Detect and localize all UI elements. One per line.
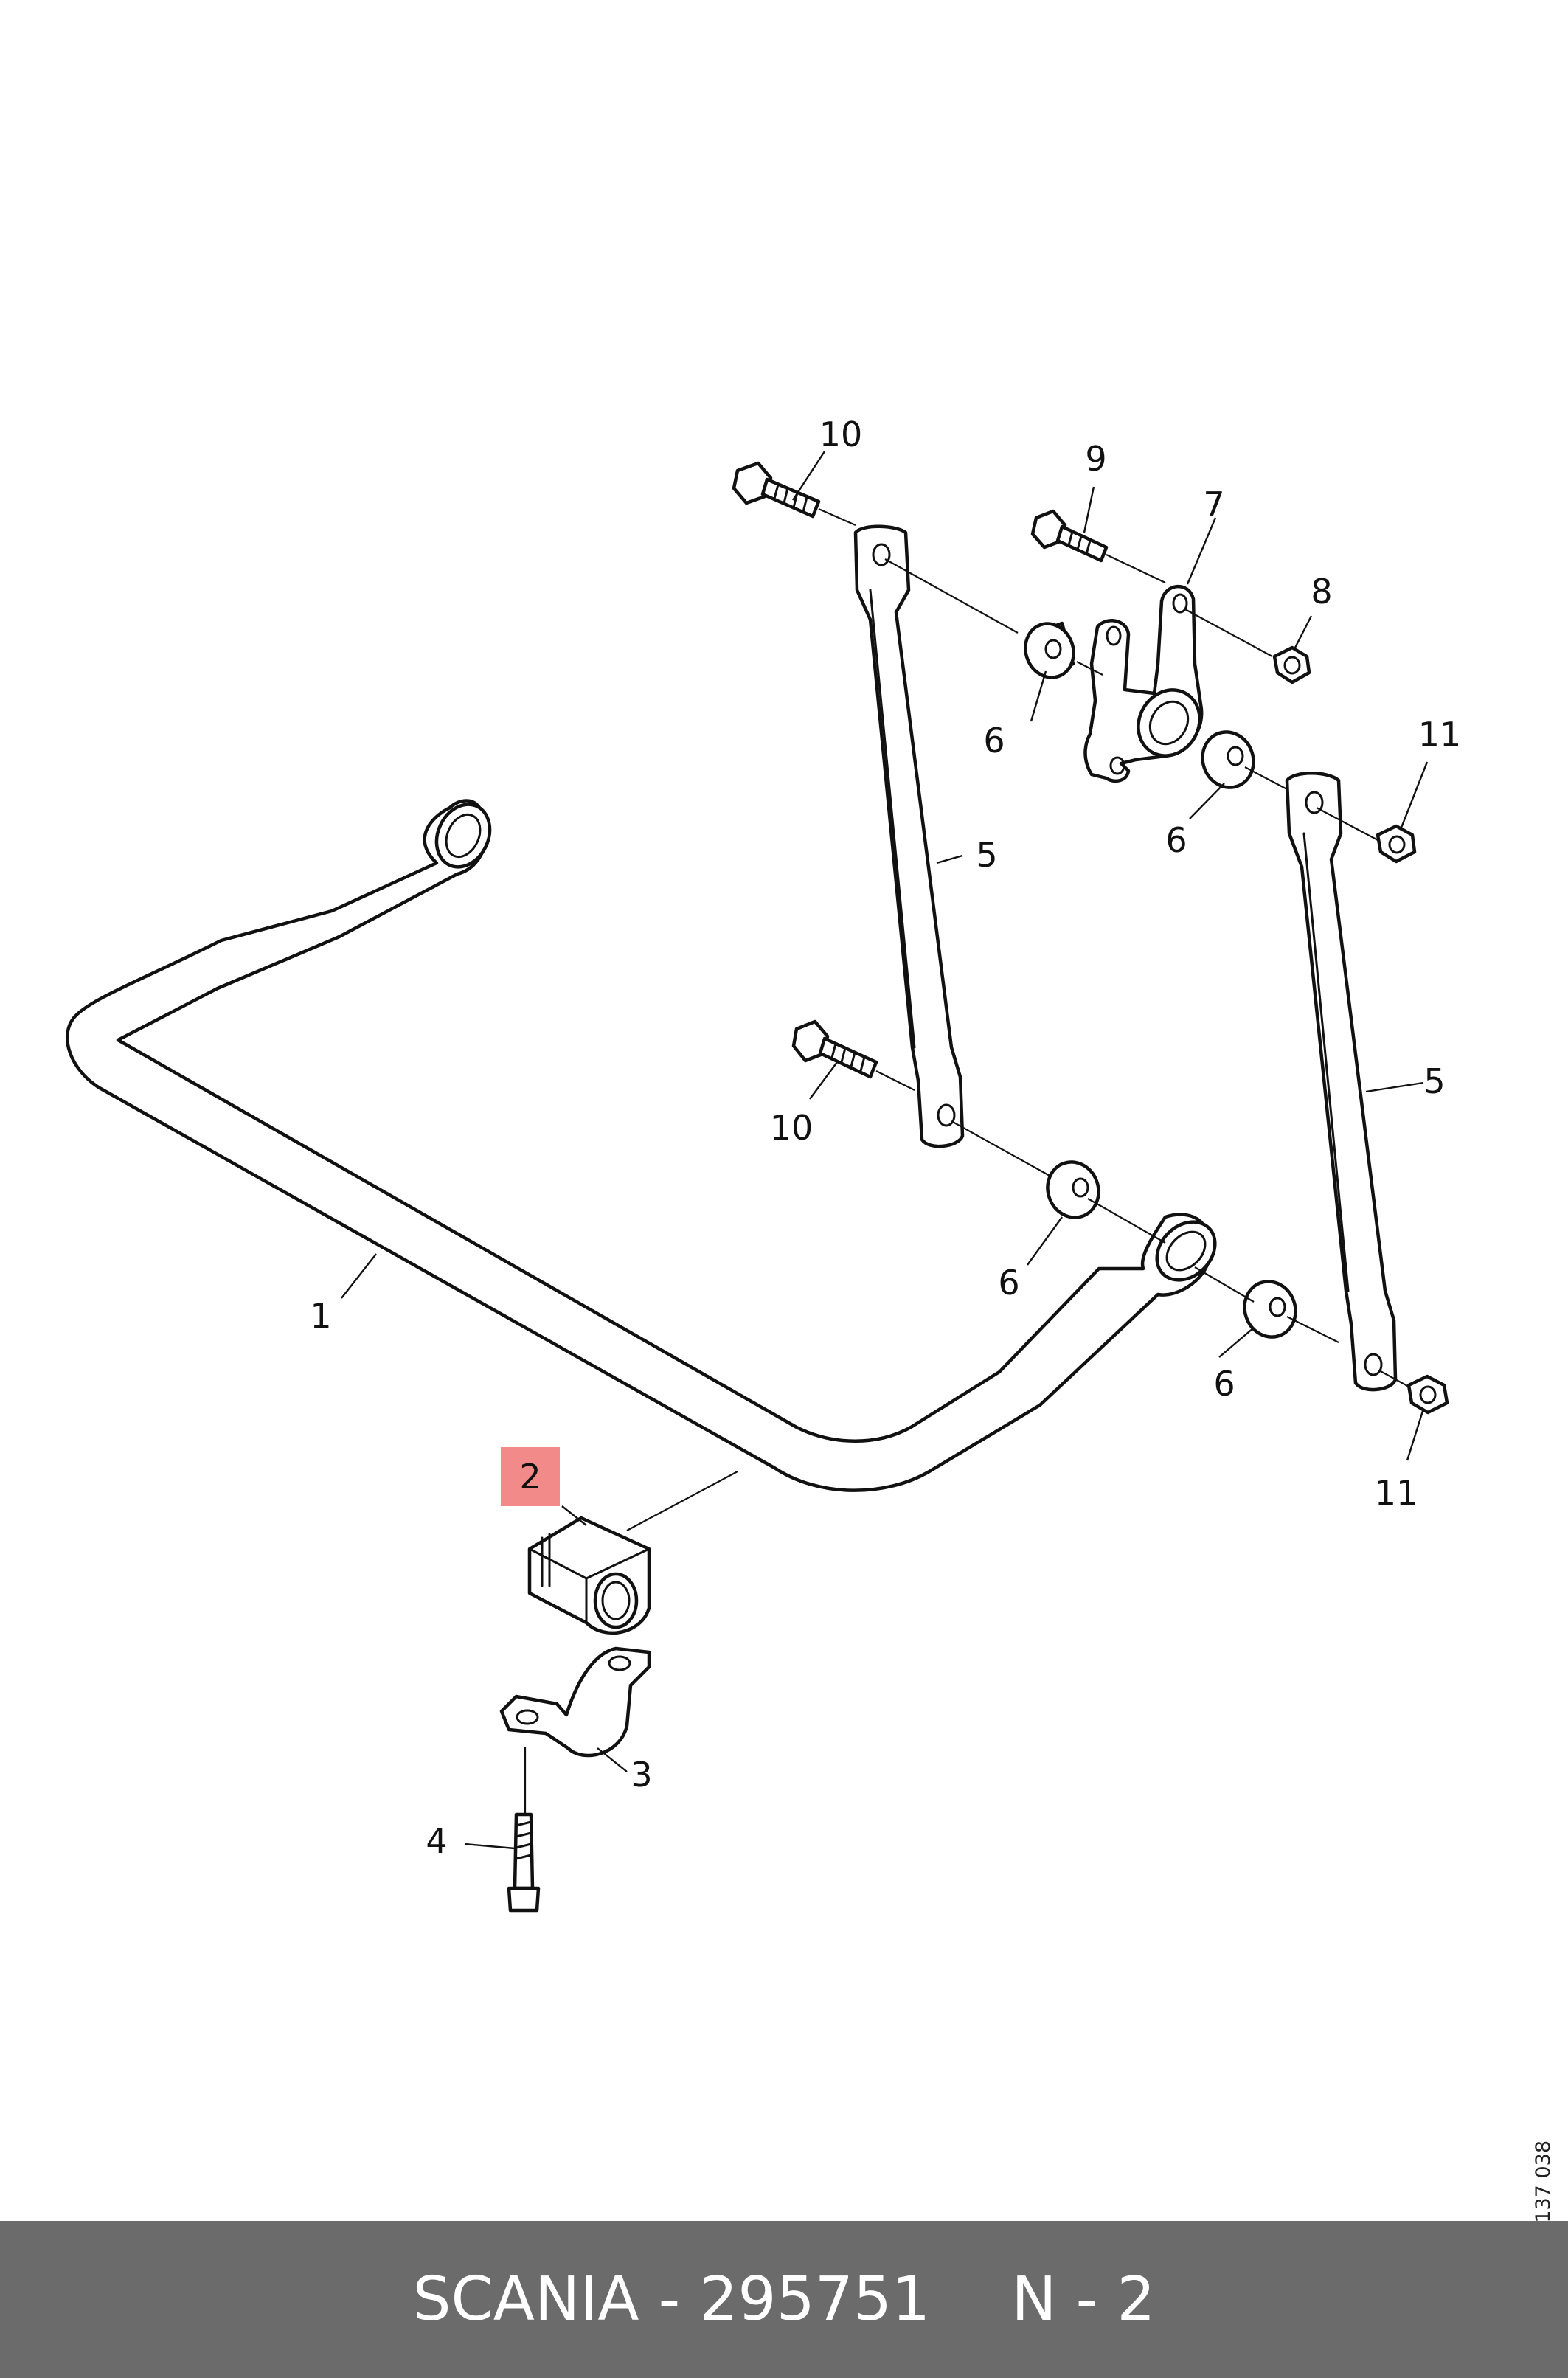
bolt-10-upper xyxy=(732,461,821,519)
callout-10-lower: 10 xyxy=(770,1108,814,1148)
clamp xyxy=(499,1646,651,1758)
callout-6-d: 6 xyxy=(1213,1364,1235,1404)
bolt-10-lower xyxy=(791,1019,878,1079)
callout-6-c: 6 xyxy=(998,1263,1019,1303)
bushing-upper-left xyxy=(1024,621,1075,679)
callout-11-upper: 11 xyxy=(1418,715,1462,755)
mounting-bracket xyxy=(1083,584,1204,783)
footer-bar: SCANIA - 295751 N - 2 xyxy=(0,2221,1568,2378)
highlight-box-2 xyxy=(501,1447,560,1506)
callout-1: 1 xyxy=(310,1296,331,1336)
callout-6-b: 6 xyxy=(1165,820,1187,860)
callout-numbers: 2 1 3 4 5 5 6 6 6 6 7 8 9 10 10 11 11 xyxy=(310,415,1461,1861)
callout-2: 2 xyxy=(519,1457,541,1497)
assembly-axis-lines xyxy=(524,507,1409,1814)
rubber-bush xyxy=(527,1516,651,1635)
nut-11-upper xyxy=(1376,824,1417,864)
callout-11-lower: 11 xyxy=(1375,1473,1418,1513)
leader-lines xyxy=(341,451,1429,1850)
footer-position-code: N - 2 xyxy=(1011,2264,1156,2334)
callout-4: 4 xyxy=(426,1821,447,1861)
footer-brand-part-number: SCANIA - 295751 xyxy=(412,2264,931,2334)
exploded-parts-diagram: 2 1 3 4 5 5 6 6 6 6 7 8 9 10 10 11 11 xyxy=(66,415,1461,1913)
callout-9: 9 xyxy=(1085,439,1106,479)
link-rod-right xyxy=(1285,772,1398,1392)
callout-10-upper: 10 xyxy=(819,415,863,454)
callout-5-lower: 5 xyxy=(1423,1061,1445,1101)
nut-8 xyxy=(1272,645,1311,684)
bolt-4 xyxy=(507,1812,541,1913)
callout-8: 8 xyxy=(1311,572,1332,611)
callout-7: 7 xyxy=(1203,485,1224,524)
callout-3: 3 xyxy=(631,1755,652,1795)
bushing-lower-right xyxy=(1243,1280,1297,1339)
link-rod-left xyxy=(853,524,965,1148)
stabilizer-bar xyxy=(66,799,1217,1492)
bolt-9 xyxy=(1030,509,1109,563)
callout-5-upper: 5 xyxy=(976,835,997,875)
bushing-upper-right xyxy=(1201,730,1255,789)
callout-6-a: 6 xyxy=(983,721,1005,760)
nut-11-lower xyxy=(1406,1374,1449,1415)
drawing-reference-code: 137 038 xyxy=(1532,2140,1555,2223)
bushing-lower-left xyxy=(1046,1160,1100,1219)
